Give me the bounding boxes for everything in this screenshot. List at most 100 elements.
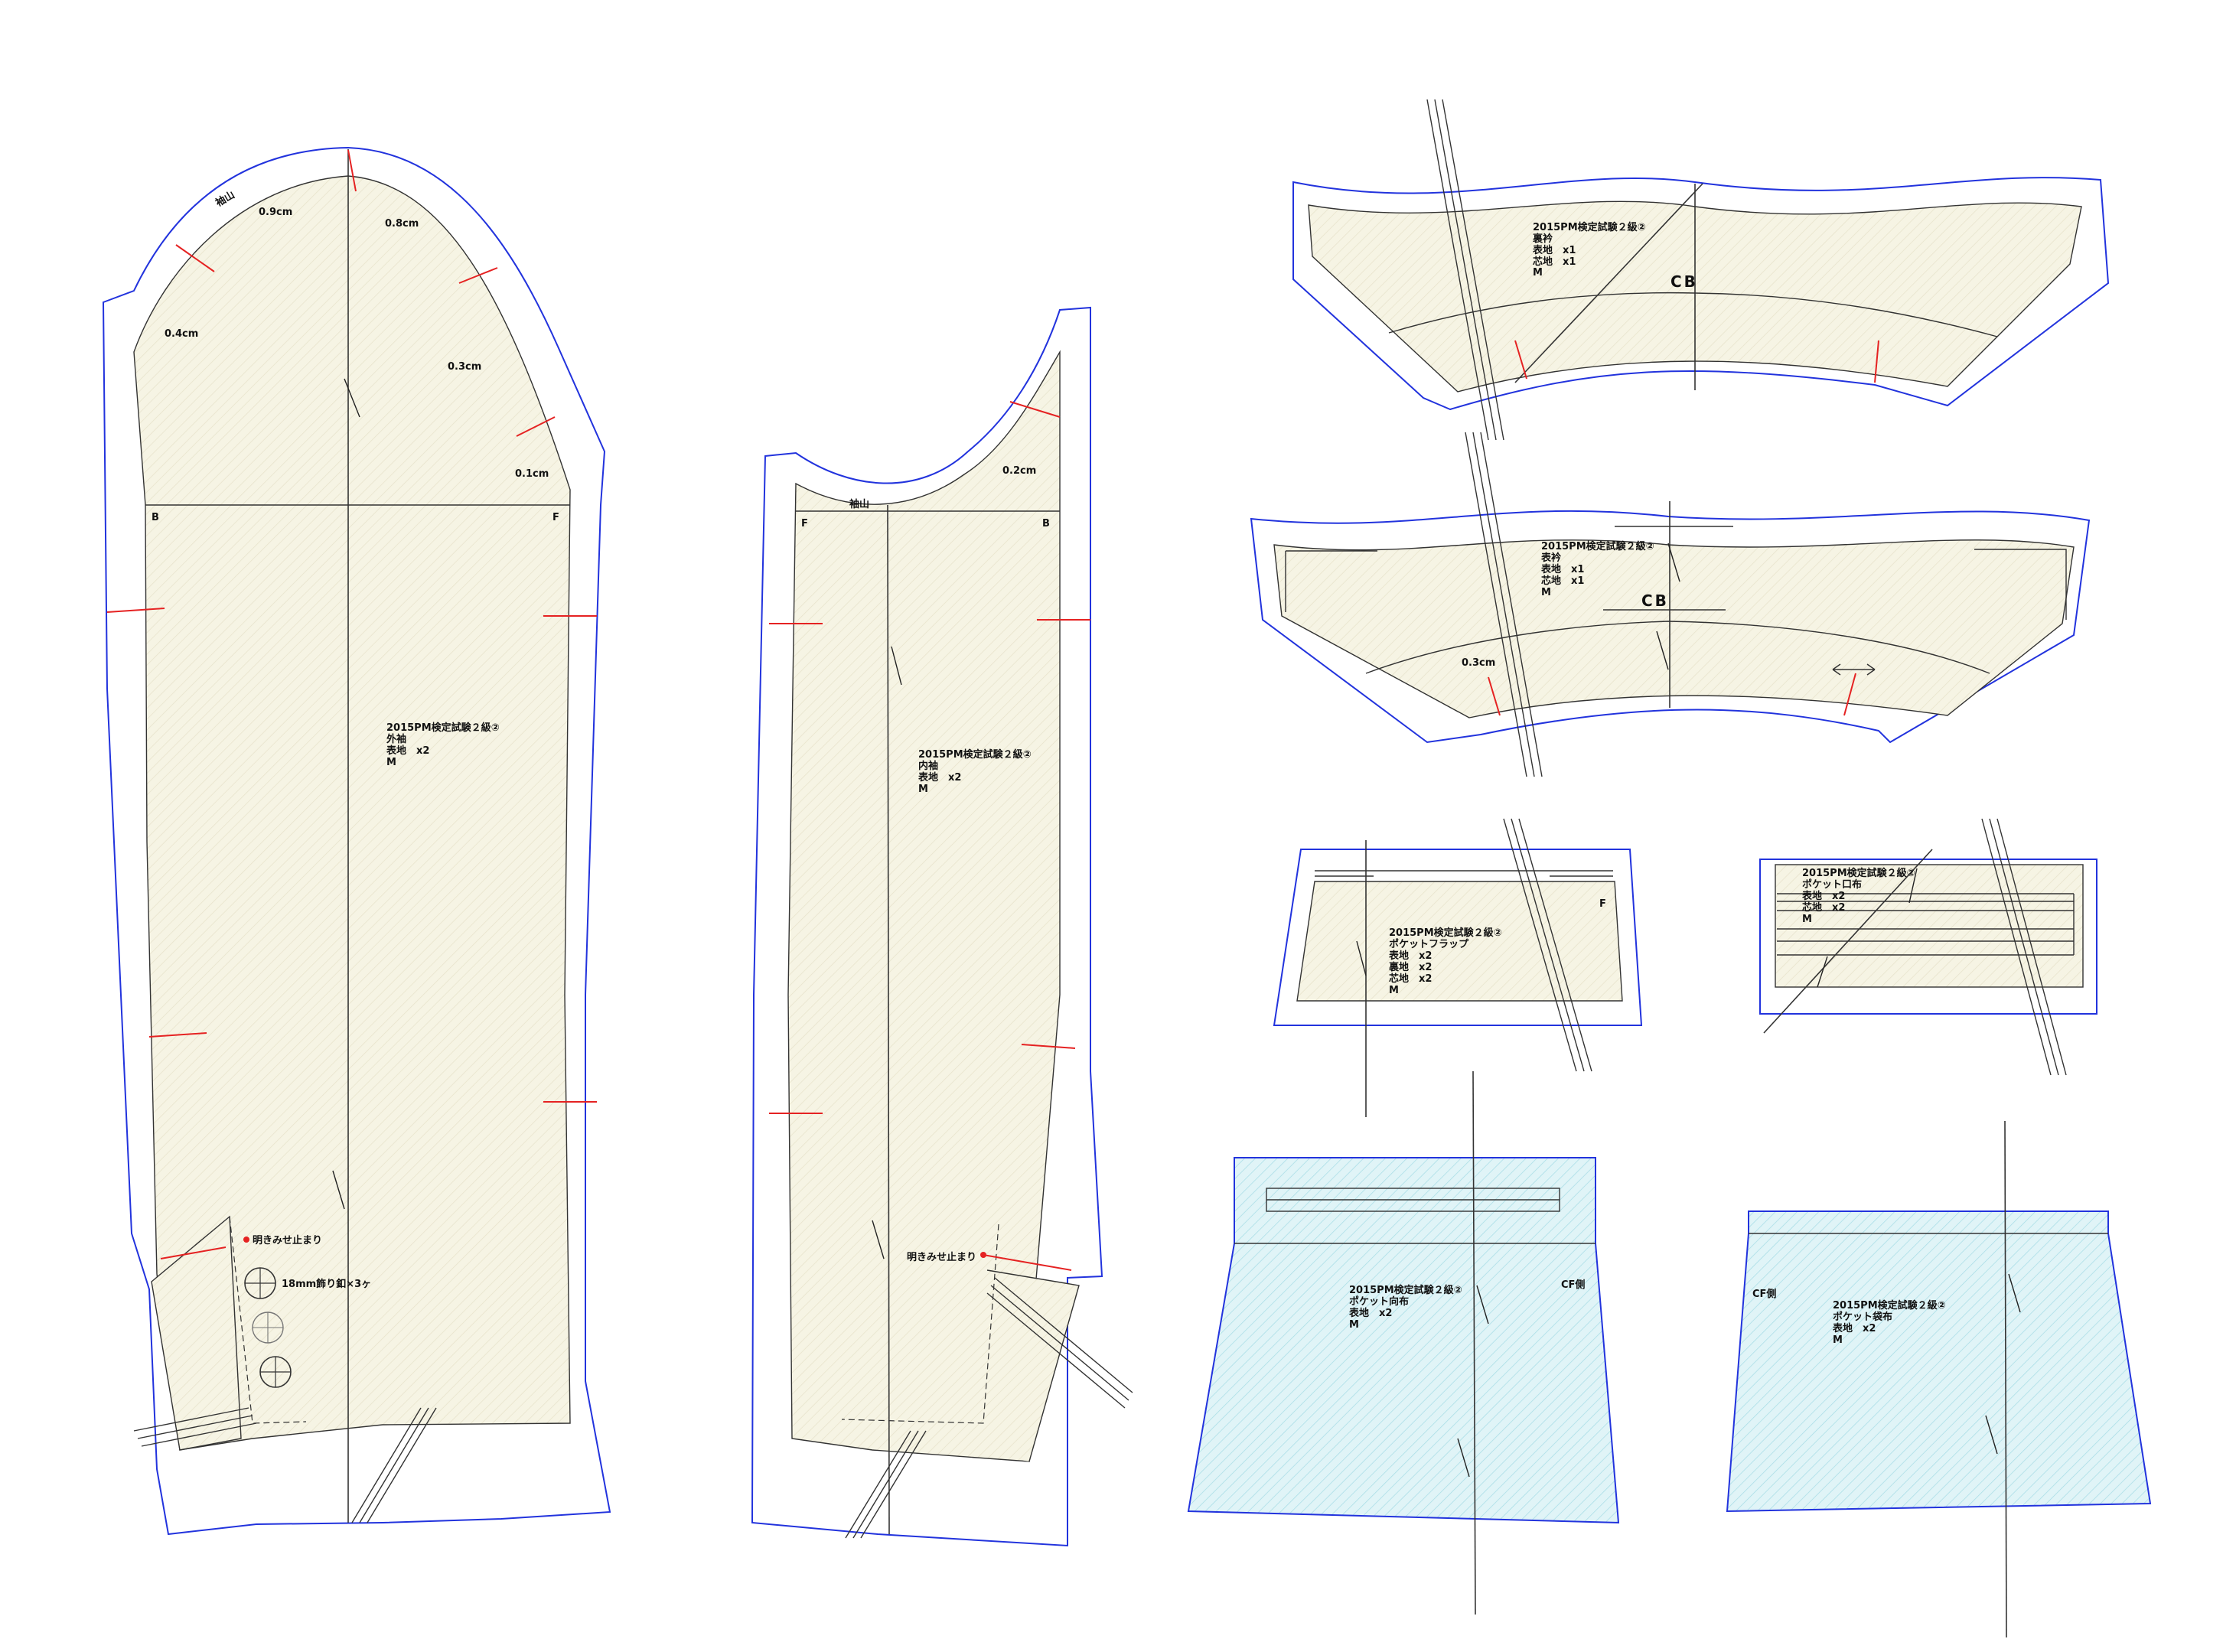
outer-sleeve-buttons — [243, 1237, 292, 1388]
under-collar-seam-allowance — [1292, 177, 2110, 411]
piece-cut: 表地 x2 — [1348, 1307, 1392, 1319]
under-collar-piece[interactable]: 2015PM検定試験２級② 裏衿 表地 x1 芯地 x1 M CB — [1292, 99, 2110, 441]
pocket-welt-lines — [1777, 893, 2075, 956]
outer-sleeve-seam-allowance — [102, 146, 611, 1536]
piece-cut-1: 表地 x1 — [1532, 244, 1576, 256]
pocket-welt-cutline — [1775, 864, 2084, 988]
inner-sleeve-vent-line — [986, 1269, 1080, 1462]
piece-cut-2: 芯地 x2 — [1802, 901, 1845, 914]
piece-name: 外袖 — [386, 733, 406, 745]
mark-f: F — [1599, 898, 1606, 910]
piece-cut-1: 表地 x2 — [1801, 890, 1845, 902]
piece-title: 2015PM検定試験２級② — [1541, 540, 1654, 552]
pocket-facing-piece[interactable]: CF側 2015PM検定試験２級② ポケット向布 表地 x2 M — [1187, 1070, 1620, 1615]
ease-value-5: 0.1cm — [515, 468, 549, 480]
piece-title: 2015PM検定試験２級② — [1833, 1299, 1946, 1311]
piece-cut-3: 芯地 x2 — [1389, 973, 1432, 985]
pocket-flap-fold-lines — [1315, 870, 1613, 877]
top-collar-cutline — [1273, 539, 2075, 718]
pocket-bag-grain-mark-2 — [1985, 1415, 1998, 1455]
top-collar-piece[interactable]: 2015PM検定試験２級② 表衿 表地 x1 芯地 x1 M CB 0.3cm — [1250, 432, 2091, 777]
outer-sleeve-grainline-2 — [332, 1170, 345, 1210]
top-collar-seam-allowance — [1250, 510, 2091, 744]
outer-sleeve-body — [134, 176, 570, 1450]
piece-name: 内袖 — [918, 760, 938, 772]
pocket-bag-grain-mark — [2008, 1273, 2021, 1313]
piece-size: M — [1541, 587, 1551, 598]
outer-sleeve-notches — [106, 149, 597, 1259]
vent-note: 明きみせ止まり — [907, 1251, 976, 1263]
piece-size: M — [1349, 1319, 1359, 1331]
piece-title: 2015PM検定試験２級② — [918, 748, 1032, 761]
piece-cut-1: 表地 x1 — [1540, 563, 1584, 575]
piece-cut: 表地 x2 — [918, 771, 961, 784]
outer-sleeve-grainline — [344, 378, 360, 418]
ease-value: 0.3cm — [1462, 657, 1495, 669]
pocket-flap-piece[interactable]: F 2015PM検定試験２級② ポケットフラップ 表地 x2 裏地 x2 芯地 … — [1273, 818, 1643, 1117]
piece-cut-2: 裏地 x2 — [1388, 961, 1432, 973]
under-collar-notches — [1514, 340, 1879, 383]
piece-title: 2015PM検定試験２級② — [386, 722, 500, 734]
piece-size: M — [386, 757, 396, 768]
inner-sleeve-piece[interactable]: 袖山 0.2cm F B 2015PM検定試験２級② 内袖 表地 x2 M 明き… — [751, 306, 1133, 1547]
piece-cut-2: 芯地 x1 — [1533, 256, 1576, 268]
piece-size: M — [918, 784, 928, 795]
piece-name: ポケット向布 — [1349, 1295, 1409, 1308]
piece-size: M — [1533, 267, 1543, 279]
top-collar-cut-mark — [1465, 432, 1543, 777]
outer-sleeve-vent-line — [151, 1215, 242, 1451]
mark-b: B — [152, 512, 159, 523]
vent-note: 明きみせ止まり — [253, 1234, 322, 1246]
top-collar-body — [1274, 539, 2074, 718]
button-note: 18mm飾り釦×3ヶ — [282, 1278, 371, 1290]
inner-sleeve-grainline — [891, 646, 902, 686]
pocket-bag-piece[interactable]: CF側 2015PM検定試験２級② ポケット袋布 表地 x2 M — [1726, 1120, 2152, 1638]
inner-sleeve-body — [788, 352, 1060, 1461]
piece-name: ポケットフラップ — [1389, 938, 1469, 950]
piece-cut-1: 表地 x2 — [1388, 950, 1432, 962]
piece-cut-2: 芯地 x1 — [1541, 575, 1584, 587]
outer-sleeve-vent-dash — [229, 1216, 307, 1424]
inner-sleeve-vent — [987, 1270, 1079, 1461]
top-collar-notches — [1488, 673, 1856, 716]
piece-title: 2015PM検定試験２級② — [1389, 927, 1502, 939]
outer-sleeve-piece[interactable]: 袖山 0.9cm 0.8cm 0.4cm 0.3cm 0.1cm B F 201… — [102, 146, 611, 1536]
piece-title: 2015PM検定試験２級② — [1349, 1284, 1462, 1296]
ease-label: 袖山 — [849, 498, 869, 510]
inner-sleeve-seam-allowance — [751, 306, 1103, 1547]
pocket-welt-piece[interactable]: 2015PM検定試験２級② ポケット口布 表地 x2 芯地 x2 M — [1759, 818, 2097, 1076]
piece-size: M — [1389, 985, 1399, 996]
pocket-flap-body — [1297, 881, 1622, 1001]
ease-value-3: 0.4cm — [165, 328, 198, 340]
side-mark: CF側 — [1752, 1288, 1776, 1300]
top-collar-grain-2 — [1656, 630, 1669, 670]
mark-b: B — [1042, 518, 1050, 529]
cb-mark: CB — [1670, 272, 1698, 291]
pocket-bag-body — [1727, 1211, 2150, 1511]
ease-value: 0.2cm — [1002, 465, 1036, 477]
inner-sleeve-center-line — [887, 504, 890, 1535]
under-collar-cutline — [1308, 200, 2082, 393]
piece-title: 2015PM検定試験２級② — [1533, 221, 1646, 233]
ease-value-2: 0.8cm — [385, 218, 419, 230]
piece-name: 表衿 — [1540, 552, 1561, 564]
piece-cut: 表地 x2 — [386, 745, 429, 757]
top-collar-ease-arrow — [1832, 663, 1876, 676]
pocket-bag-grain — [2004, 1120, 2007, 1638]
piece-name: ポケット口布 — [1802, 878, 1862, 891]
under-collar-bias-line — [1514, 183, 1703, 383]
pocket-facing-body — [1188, 1158, 1618, 1523]
under-collar-cut-mark — [1426, 99, 1504, 441]
cb-mark: CB — [1641, 591, 1669, 610]
pocket-facing-grain — [1472, 1070, 1476, 1615]
inner-sleeve-notches — [769, 401, 1090, 1271]
piece-name: 裏衿 — [1532, 233, 1553, 245]
outer-sleeve-vent — [152, 1217, 241, 1450]
piece-size: M — [1802, 914, 1812, 925]
inner-sleeve-cutline — [787, 350, 1061, 1462]
inner-sleeve-cut-mark-2 — [845, 1430, 927, 1539]
pocket-flap-grain-mark — [1356, 940, 1367, 976]
piece-size: M — [1833, 1334, 1843, 1346]
pocket-welt-seam-allowance — [1759, 859, 2097, 1015]
